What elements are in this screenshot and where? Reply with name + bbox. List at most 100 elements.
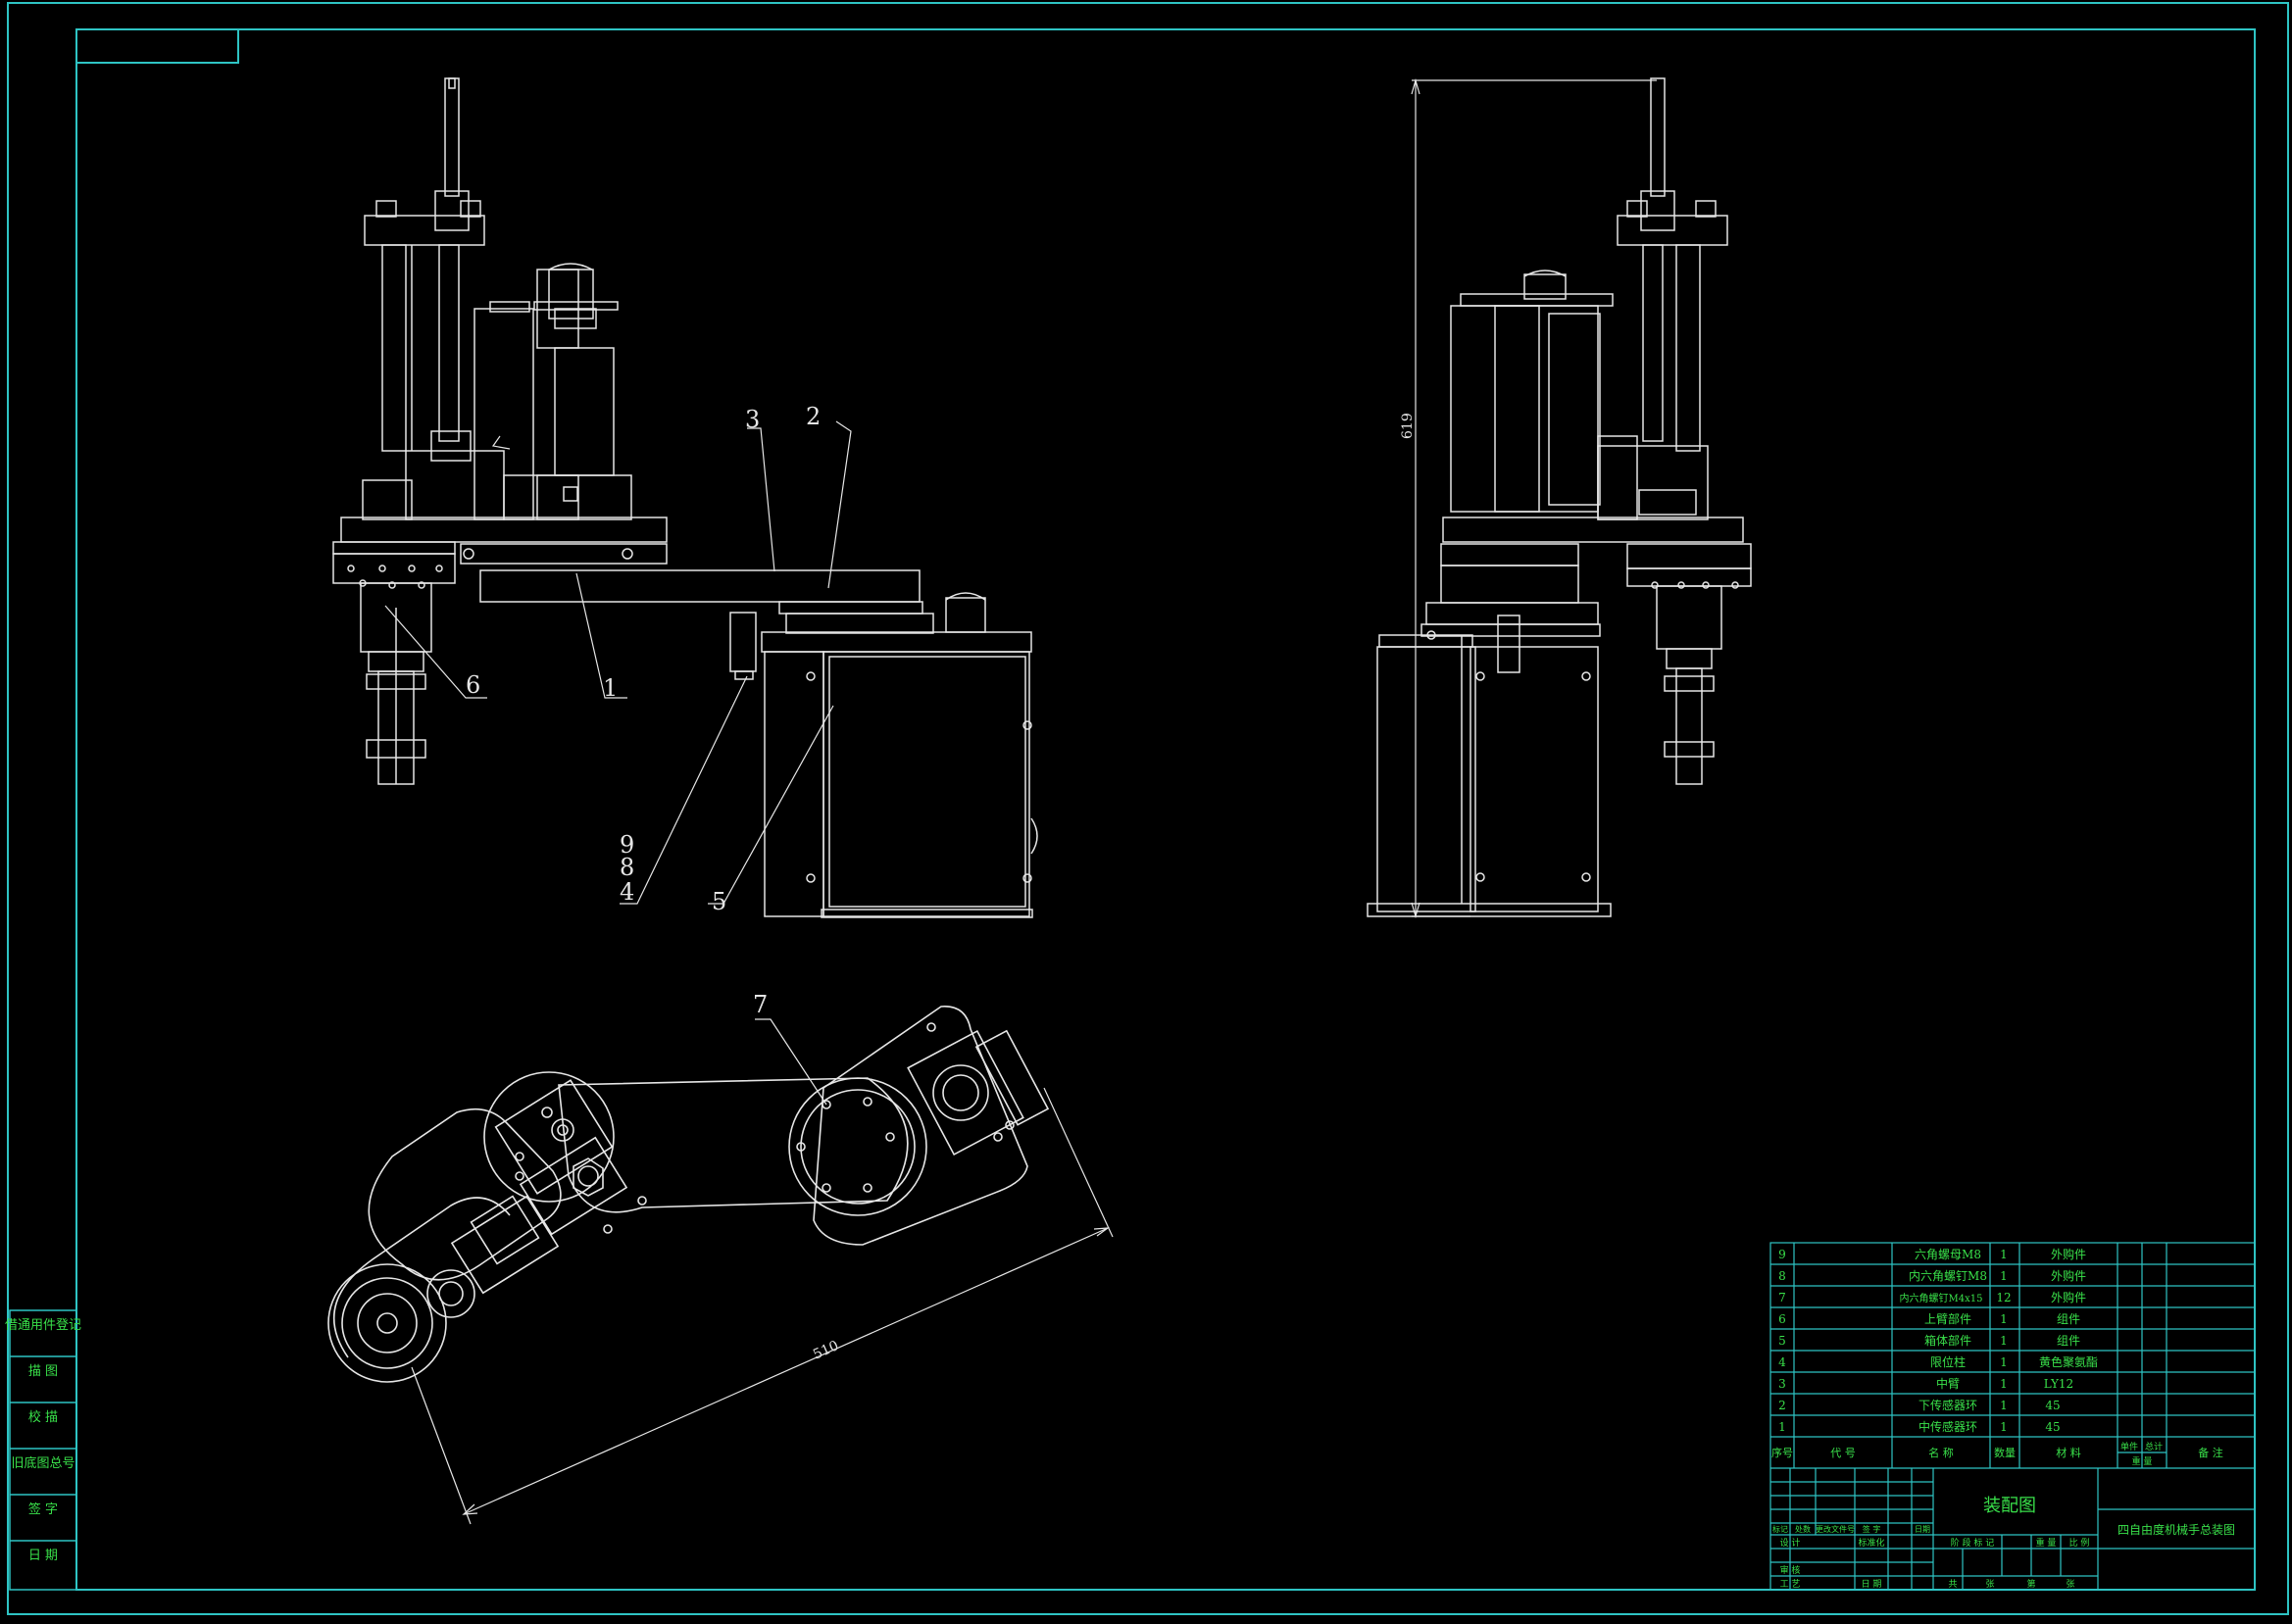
tb-sign: 签 字 [1863, 1524, 1881, 1534]
tb-process: 工 艺 [1780, 1579, 1801, 1590]
parts-row: 9 六角螺母M8 1 外购件 [1778, 1247, 2086, 1261]
callout-7: 7 [753, 991, 768, 1018]
parts-row: 3 中臂 1 LY12 [1778, 1376, 2073, 1391]
header-material: 材 料 [2056, 1446, 2081, 1459]
part-name: 内六角螺钉M4x15 [1900, 1292, 1983, 1304]
part-no: 3 [1778, 1377, 1786, 1391]
left-strip: 借通用件登记 描 图 校 描 旧底图总号 签 字 日 期 [5, 1309, 81, 1591]
part-qty: 1 [2000, 1334, 2008, 1348]
parts-row: 7 内六角螺钉M4x15 12 外购件 [1778, 1290, 2086, 1304]
part-qty: 1 [2000, 1248, 2008, 1261]
strip-label-1: 借通用件登记 [5, 1318, 81, 1333]
parts-row: 1 中传感器环 1 45 [1778, 1419, 2060, 1434]
front-view-callouts [384, 420, 852, 905]
part-material: 黄色聚氨酯 [2039, 1355, 2098, 1369]
tb-sheets: 共 [1948, 1579, 1957, 1590]
header-code: 代 号 [1830, 1447, 1856, 1459]
tb-standardize: 标准化 [1858, 1537, 1884, 1549]
parts-row: 2 下传感器环 1 45 [1778, 1398, 2060, 1412]
part-material: 外购件 [2051, 1268, 2086, 1283]
part-no: 8 [1778, 1269, 1786, 1283]
callout-9: 9 [620, 831, 634, 859]
part-name: 中臂 [1936, 1376, 1960, 1391]
part-no: 7 [1778, 1291, 1786, 1304]
tb-page: 第 [2026, 1578, 2035, 1590]
tb-design: 设 计 [1780, 1537, 1801, 1549]
part-qty: 1 [2000, 1312, 2008, 1326]
callout-8: 8 [620, 854, 634, 881]
tb-count: 处数 [1795, 1524, 1811, 1534]
strip-label-5: 签 字 [28, 1501, 58, 1517]
callout-4: 4 [620, 878, 634, 906]
tb-doc: 更改文件号 [1816, 1524, 1855, 1534]
strip-label-6: 日 期 [28, 1549, 58, 1563]
part-name: 内六角螺钉M8 [1909, 1269, 1987, 1283]
header-remark: 备 注 [2198, 1446, 2223, 1459]
part-material: 45 [2045, 1420, 2060, 1434]
part-no: 6 [1778, 1312, 1786, 1326]
part-qty: 1 [2000, 1377, 2008, 1391]
part-no: 1 [1778, 1420, 1786, 1434]
side-view [1367, 77, 1752, 917]
header-no: 序号 [1771, 1446, 1793, 1459]
part-material: 45 [2045, 1399, 2060, 1412]
drawing-frame [7, 2, 2289, 1615]
tb-page-unit: 张 [2066, 1579, 2074, 1590]
front-view [332, 77, 1038, 918]
part-qty: 12 [1996, 1291, 2011, 1304]
part-name: 上臂部件 [1924, 1311, 1971, 1326]
strip-label-2: 描 图 [28, 1364, 58, 1379]
part-qty: 1 [2000, 1399, 2008, 1412]
parts-header: 序号 代 号 名 称 数量 材 料 单件 总计 重 量 备 注 [1771, 1441, 2223, 1467]
product-name: 四自由度机械手总装图 [2118, 1522, 2235, 1537]
tb-date: 日期 [1915, 1525, 1930, 1534]
tb-review: 审 核 [1780, 1564, 1801, 1576]
part-name: 六角螺母M8 [1915, 1248, 1981, 1261]
tb-stage: 阶 段 标 记 [1951, 1537, 1995, 1549]
tb-sheet-unit: 张 [1985, 1579, 1994, 1590]
parts-row: 8 内六角螺钉M8 1 外购件 [1778, 1268, 2086, 1283]
parts-row: 6 上臂部件 1 组件 [1778, 1311, 2080, 1326]
tb-date2: 日 期 [1862, 1579, 1882, 1590]
dimension-619 [1411, 77, 1657, 919]
parts-row: 5 箱体部件 1 组件 [1778, 1333, 2080, 1348]
part-material: 外购件 [2051, 1247, 2086, 1261]
drawing-title: 装配图 [1983, 1496, 2036, 1516]
tb-mark: 标记 [1772, 1524, 1788, 1534]
part-no: 4 [1778, 1355, 1786, 1369]
part-material: 外购件 [2051, 1290, 2086, 1304]
part-name: 限位柱 [1930, 1354, 1966, 1369]
part-name: 箱体部件 [1924, 1333, 1971, 1348]
part-no: 2 [1778, 1399, 1786, 1412]
callout-1: 1 [603, 674, 618, 702]
dimension-510-label: 510 [811, 1338, 841, 1362]
title-block: 装配图 四自由度机械手总装图 标记 处数 更改文件号 签 字 日期 设 计 标准… [1772, 1496, 2235, 1590]
tb-scale: 比 例 [2069, 1537, 2090, 1549]
part-name: 中传感器环 [1918, 1419, 1977, 1434]
callout-3: 3 [745, 406, 760, 433]
part-no: 5 [1778, 1334, 1786, 1348]
parts-row: 4 限位柱 1 黄色聚氨酯 [1778, 1354, 2098, 1369]
part-no: 9 [1778, 1248, 1786, 1261]
part-material: 组件 [2057, 1312, 2080, 1326]
part-name: 下传感器环 [1918, 1398, 1977, 1412]
header-qty: 数量 [1994, 1447, 2016, 1459]
title-block-grid [1770, 1468, 2255, 1590]
parts-list-grid [1769, 1242, 2256, 1591]
part-qty: 1 [2000, 1420, 2008, 1434]
callout-7-leader [755, 1018, 827, 1106]
strip-label-4: 旧底图总号 [11, 1455, 75, 1471]
tb-weight: 重 量 [2036, 1537, 2057, 1549]
part-material: 组件 [2057, 1334, 2080, 1348]
callout-5: 5 [712, 888, 726, 915]
part-material: LY12 [2044, 1377, 2073, 1391]
header-total: 总计 [2145, 1441, 2163, 1452]
callout-6: 6 [466, 671, 480, 699]
dimension-619-label: 619 [1400, 413, 1416, 439]
part-qty: 1 [2000, 1269, 2008, 1283]
header-weight: 重 量 [2132, 1455, 2153, 1467]
header-name: 名 称 [1928, 1446, 1954, 1459]
top-view [327, 1006, 1050, 1383]
